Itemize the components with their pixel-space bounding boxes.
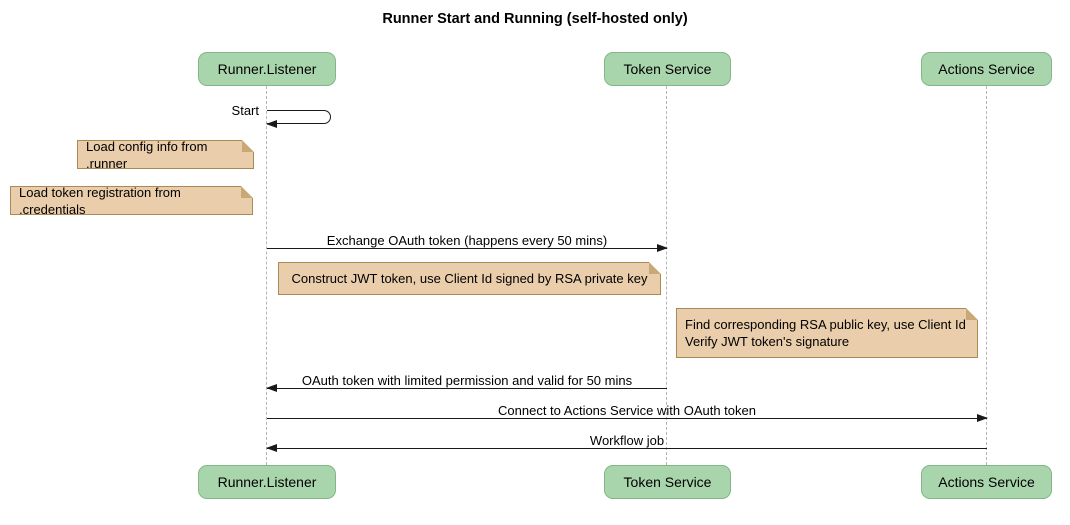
participant-label: Runner.Listener xyxy=(217,61,317,77)
message-start-self-loop xyxy=(266,110,331,128)
participant-runner-listener-bottom: Runner.Listener xyxy=(198,465,336,499)
lifeline-token-service xyxy=(666,86,667,465)
message-oauth-token-return: OAuth token with limited permission and … xyxy=(266,373,667,392)
arrowhead-left-icon xyxy=(266,120,277,128)
message-label: Exchange OAuth token (happens every 50 m… xyxy=(326,233,608,248)
lifeline-runner-listener xyxy=(266,86,267,465)
participant-token-service-top: Token Service xyxy=(604,52,731,86)
note-fold-icon xyxy=(241,186,253,198)
message-workflow-job: Workflow job xyxy=(266,433,987,452)
message-start-label: Start xyxy=(231,103,259,118)
participant-label: Actions Service xyxy=(938,474,1035,490)
arrowhead-right-icon xyxy=(977,414,988,422)
message-label: OAuth token with limited permission and … xyxy=(301,373,633,388)
message-label: Workflow job xyxy=(589,433,665,448)
arrowhead-left-icon xyxy=(266,384,277,392)
participant-actions-service-top: Actions Service xyxy=(921,52,1052,86)
participant-actions-service-bottom: Actions Service xyxy=(921,465,1052,499)
message-label: Connect to Actions Service with OAuth to… xyxy=(498,403,756,418)
note-text: Find corresponding RSA public key, use C… xyxy=(685,317,966,349)
note-text: Load config info from .runner xyxy=(86,138,208,171)
lifeline-actions-service xyxy=(986,86,987,465)
note-fold-icon xyxy=(966,308,978,320)
participant-label: Token Service xyxy=(623,474,712,490)
note-load-token-registration: Load token registration from .credential… xyxy=(10,184,253,217)
note-load-config: Load config info from .runner xyxy=(77,138,254,171)
note-construct-jwt: Construct JWT token, use Client Id signe… xyxy=(278,262,661,295)
participant-runner-listener-top: Runner.Listener xyxy=(198,52,336,86)
participant-label: Runner.Listener xyxy=(217,474,317,490)
arrowhead-right-icon xyxy=(657,244,668,252)
participant-label: Token Service xyxy=(623,61,712,77)
message-line xyxy=(267,414,988,422)
message-line xyxy=(267,244,668,252)
message-exchange-oauth-token: Exchange OAuth token (happens every 50 m… xyxy=(267,233,668,252)
message-line xyxy=(266,384,667,392)
note-text: Construct JWT token, use Client Id signe… xyxy=(291,271,648,286)
arrowhead-left-icon xyxy=(266,444,277,452)
note-fold-icon xyxy=(242,140,254,152)
diagram-title: Runner Start and Running (self-hosted on… xyxy=(382,11,688,27)
message-connect-actions-service: Connect to Actions Service with OAuth to… xyxy=(267,403,988,422)
note-fold-icon xyxy=(649,262,661,274)
message-line xyxy=(266,444,987,452)
participant-label: Actions Service xyxy=(938,61,1035,77)
participant-token-service-bottom: Token Service xyxy=(604,465,731,499)
note-text: Load token registration from .credential… xyxy=(19,184,181,217)
note-verify-jwt: Find corresponding RSA public key, use C… xyxy=(676,308,978,358)
